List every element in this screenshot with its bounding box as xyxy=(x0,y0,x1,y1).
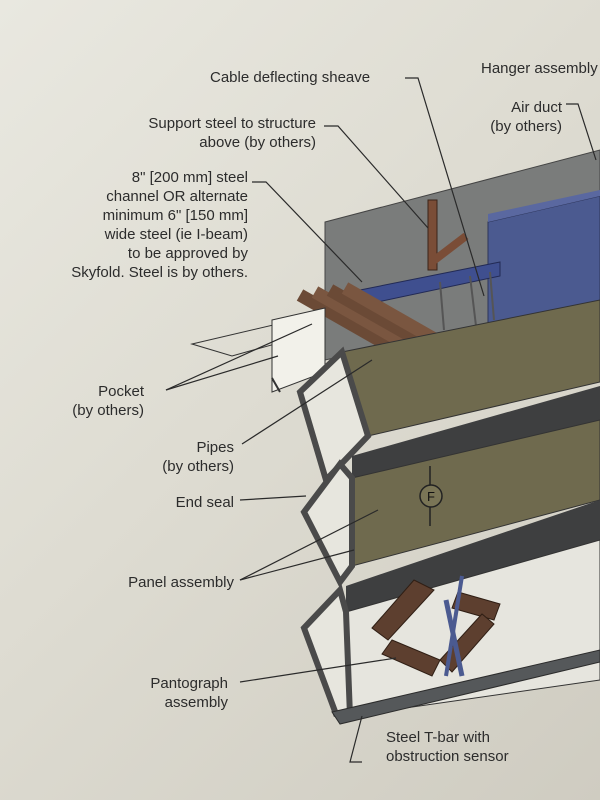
support-post xyxy=(427,199,438,271)
hanger-rod xyxy=(439,281,445,331)
label-hanger-assembly: Hanger assembly xyxy=(481,60,598,77)
f-marker-circle xyxy=(419,484,443,508)
panel-frame-1 xyxy=(296,346,372,486)
hanger-rod xyxy=(489,271,495,321)
label-support-steel: Support steel to structure above (by oth… xyxy=(148,115,316,151)
label-pantograph-assembly: Pantograph assembly xyxy=(150,675,228,711)
label-panel-assembly: Panel assembly xyxy=(128,574,234,591)
panel-rail-2 xyxy=(346,500,600,612)
label-end-seal: End seal xyxy=(175,494,234,511)
f-marker-label: F xyxy=(427,489,435,504)
label-pipes: Pipes (by others) xyxy=(162,439,234,475)
air-duct-top xyxy=(488,190,600,222)
pantograph-assembly xyxy=(371,575,501,677)
panel-frame-3 xyxy=(300,584,354,720)
panel-rail-1 xyxy=(352,386,600,478)
label-air-duct: Air duct (by others) xyxy=(490,99,562,135)
label-steel-channel: 8" [200 mm] steel channel OR alternate m… xyxy=(71,169,248,281)
pocket-lip xyxy=(271,377,281,393)
label-cable-sheave: Cable deflecting sheave xyxy=(210,69,371,86)
support-brace xyxy=(429,232,469,266)
panel-frame-2 xyxy=(300,459,355,588)
label-pocket: Pocket (by others) xyxy=(72,383,144,419)
leader-lines xyxy=(165,77,597,763)
hanger-rod xyxy=(469,275,477,327)
label-steel-t-bar: Steel T-bar with obstruction sensor xyxy=(386,729,509,765)
steel-t-bar xyxy=(331,649,600,725)
